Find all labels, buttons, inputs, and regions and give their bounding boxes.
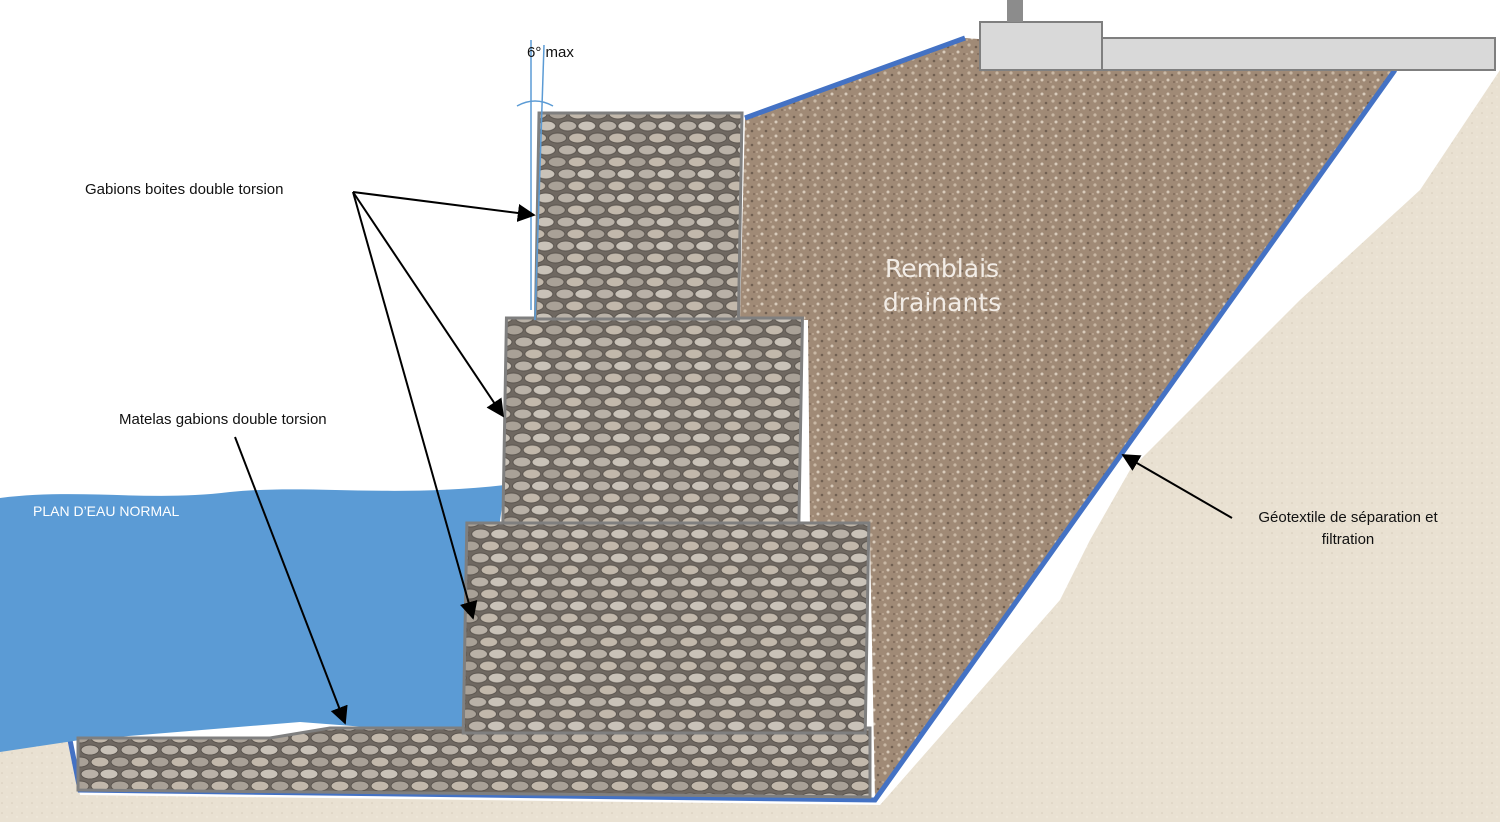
arrow-gabion-bottom [352, 191, 478, 620]
post [1007, 0, 1023, 22]
natural-ground [0, 70, 1500, 822]
drainage-backfill [740, 38, 1395, 800]
inclination-line [534, 44, 545, 321]
geotextile-label-line1: Géotextile de séparation et [1258, 509, 1438, 526]
arrow-geotextile [1121, 454, 1233, 519]
backfill-label: Remblais drainants [862, 252, 1022, 320]
backfill-label-line1: Remblais [884, 254, 1000, 283]
water-body [0, 485, 505, 752]
geotextile-label-line2: filtration [1321, 531, 1375, 548]
gabion-box-middle [501, 316, 804, 525]
backfill-label-line2: drainants [882, 288, 1002, 317]
road-slab [1099, 37, 1496, 71]
angle-label: 6° max [527, 44, 574, 61]
geotextile-label: Géotextile de séparation et filtration [1238, 507, 1458, 551]
arrow-gabion-top [352, 191, 536, 222]
water-level-label: PLAN D’EAU NORMAL [33, 503, 180, 519]
gabion-boxes-label: Gabions boites double torsion [85, 181, 284, 198]
gabion-box-top [533, 111, 744, 321]
arrow-gabion-middle [352, 191, 505, 418]
gabion-mattress [76, 726, 872, 799]
gabion-box-bottom [461, 521, 871, 735]
angle-arc [516, 100, 554, 107]
mattress-label: Matelas gabions double torsion [119, 411, 327, 428]
footing-block [979, 21, 1103, 71]
arrow-mattress [234, 436, 348, 725]
